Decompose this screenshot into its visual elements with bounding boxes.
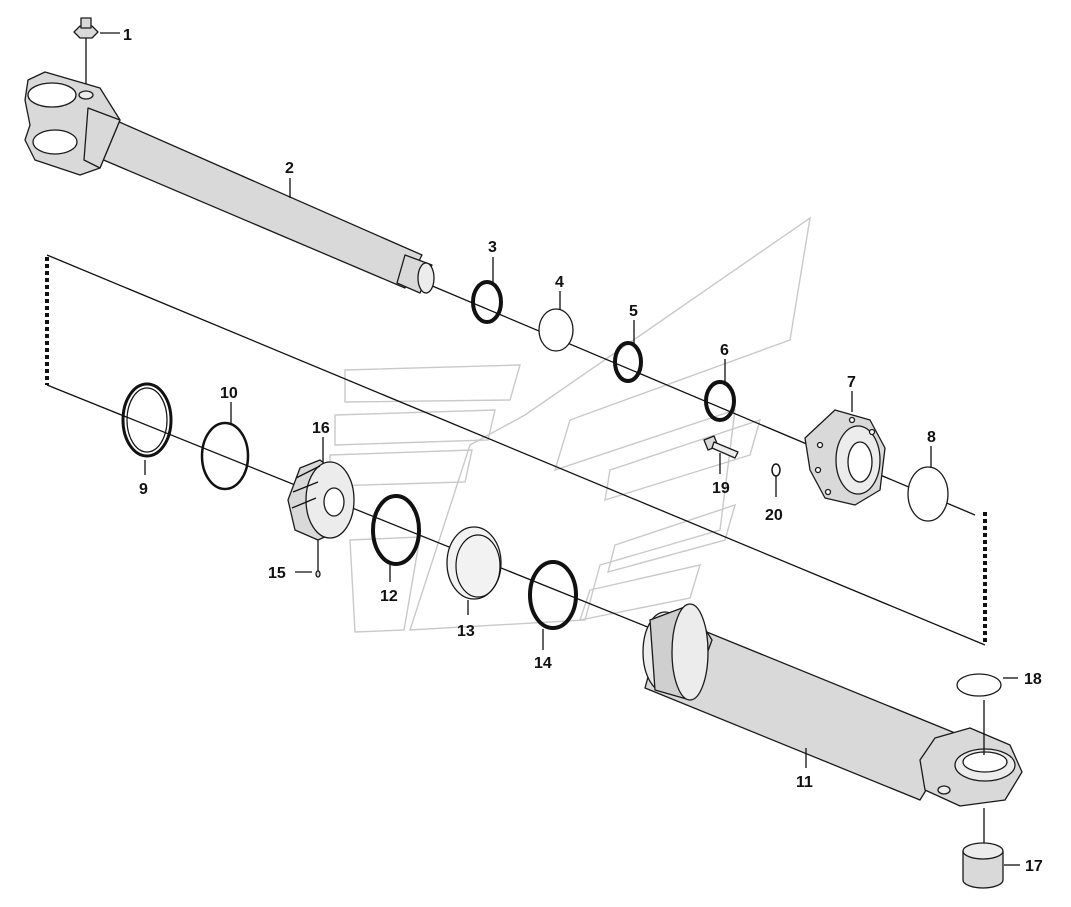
label-9: 9 (139, 481, 148, 498)
part-13-wear-ring (446, 526, 502, 600)
part-15-pin (315, 540, 321, 578)
label-3: 3 (488, 239, 497, 256)
part-6-seal-ring (704, 380, 736, 422)
label-8: 8 (927, 429, 936, 446)
label-15: 15 (268, 565, 286, 582)
part-19-bolt (703, 435, 739, 459)
label-1: 1 (123, 27, 132, 44)
label-14: 14 (534, 655, 552, 672)
part-10-seal-ring (200, 421, 250, 491)
part-7-cylinder-head (804, 409, 886, 506)
label-20: 20 (765, 507, 783, 524)
label-19: 19 (712, 480, 730, 497)
callout-labels: 1 2 3 4 5 6 7 8 9 10 11 12 13 14 15 16 1… (123, 27, 1043, 875)
part-20-washer (771, 463, 781, 477)
label-17: 17 (1025, 858, 1043, 875)
part-1-grease-nipple (73, 17, 99, 95)
part-5-seal-ring (613, 341, 643, 383)
label-11: 11 (796, 774, 813, 791)
label-18: 18 (1024, 671, 1042, 688)
label-5: 5 (629, 303, 638, 320)
part-14-seal-ring (528, 560, 578, 630)
label-16: 16 (312, 420, 330, 437)
label-12: 12 (380, 588, 398, 605)
part-2-piston-rod (24, 71, 435, 294)
part-16-piston (287, 459, 355, 541)
label-13: 13 (457, 623, 475, 640)
part-17-bushing (962, 842, 1004, 889)
label-6: 6 (720, 342, 729, 359)
label-4: 4 (555, 274, 564, 291)
part-12-seal-ring (371, 494, 421, 566)
part-9-seal-ring (121, 382, 173, 458)
label-2: 2 (285, 160, 294, 177)
watermark-logo (329, 216, 811, 633)
part-11-cylinder-tube (642, 603, 1023, 845)
assembly-axis-lines (45, 254, 987, 646)
part-8-disc (907, 466, 949, 522)
label-7: 7 (847, 374, 856, 391)
callout-leaders (100, 32, 1020, 866)
part-18-disc (956, 673, 1002, 697)
part-3-seal-ring (471, 280, 503, 324)
part-4-wear-ring-disc (538, 308, 574, 352)
label-10: 10 (220, 385, 238, 402)
